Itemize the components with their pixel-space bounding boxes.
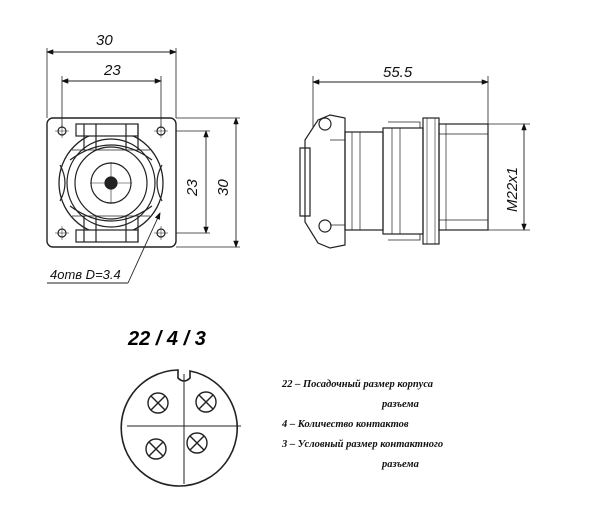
front-hole-spacing-label: 23 [103, 62, 121, 79]
legend-line-1b: разъема [382, 399, 419, 410]
pin-1 [147, 392, 169, 414]
pin-4 [186, 432, 208, 454]
legend: 22 – Посадочный размер корпуса разъема 4… [282, 375, 502, 475]
legend-line-3b: разъема [382, 459, 419, 470]
legend-line-1: 22 – Посадочный размер корпуса [282, 379, 433, 390]
pin-3 [145, 438, 167, 460]
legend-line-3: 3 – Условный размер контактного [282, 439, 444, 450]
legend-line-2: 4 – Количество контактов [282, 419, 409, 430]
side-view [299, 76, 530, 249]
pin-layout-code: 22 / 4 / 3 [127, 328, 206, 350]
front-view [46, 48, 240, 284]
front-vertical-outer-label: 30 [215, 179, 232, 196]
pin-2 [195, 391, 217, 413]
front-outer-width-label: 30 [96, 32, 113, 49]
side-length-label: 55.5 [383, 64, 413, 81]
holes-note-label: 4отв D=3.4 [50, 267, 121, 282]
pin-layout-diagram [120, 369, 241, 487]
front-vertical-hole-spacing-label: 23 [184, 179, 201, 197]
thread-label: M22x1 [504, 167, 521, 212]
